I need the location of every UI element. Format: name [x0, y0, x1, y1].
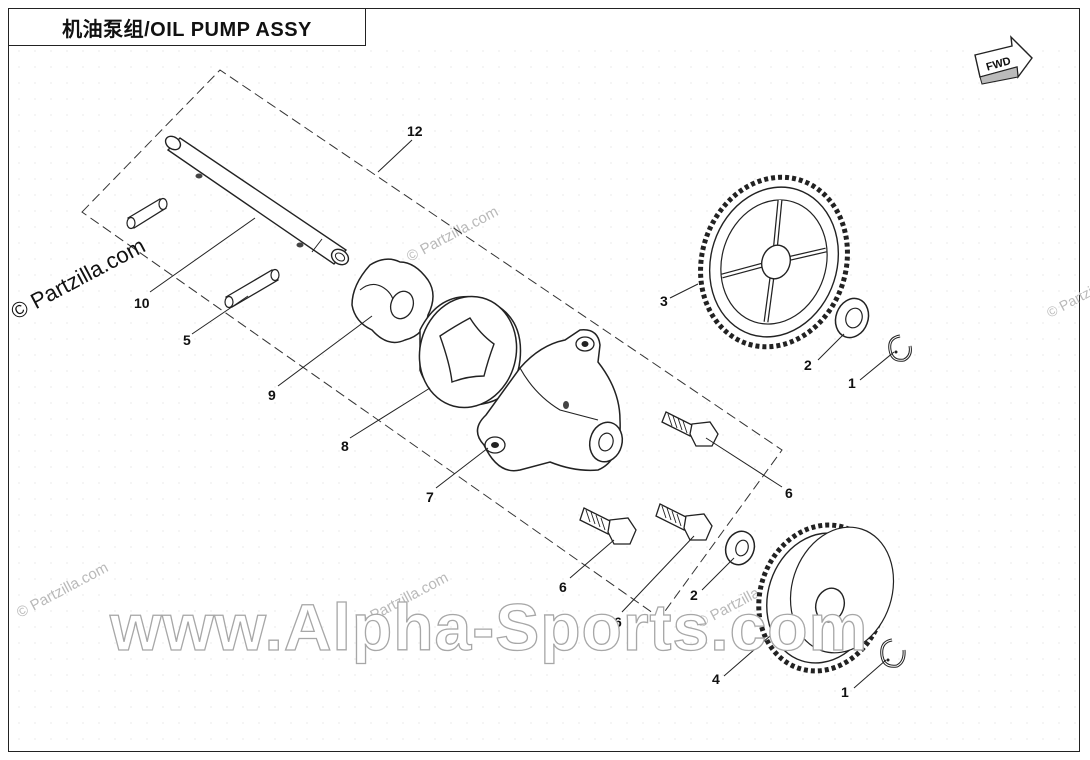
main-watermark: www.Alpha-Sports.com [109, 590, 868, 664]
callout-1: 1 [848, 375, 856, 391]
callout-12: 12 [407, 123, 423, 139]
part-circlip-1a [888, 334, 912, 362]
fwd-arrow-icon: FWD [974, 35, 1033, 85]
callout-3: 3 [660, 293, 668, 309]
part-circlip-1b [880, 638, 906, 668]
part-washer-2b [724, 530, 756, 566]
part-bolt-6a [661, 411, 719, 447]
callout-2: 2 [690, 587, 698, 603]
assembly-boundary-12 [81, 69, 783, 619]
diagram-title: 机油泵组/OIL PUMP ASSY [62, 18, 312, 41]
callout-10: 10 [134, 295, 150, 311]
callout-7: 7 [426, 489, 434, 505]
part-pump-body-7 [476, 329, 624, 472]
part-bolt-6b [579, 507, 637, 545]
callout-1: 1 [841, 684, 849, 700]
callout-4: 4 [712, 671, 720, 687]
callout-2: 2 [804, 357, 812, 373]
part-pin-5b [224, 268, 280, 309]
callout-9: 9 [268, 387, 276, 403]
part-outer-rotor-8 [418, 295, 522, 409]
part-washer-2a [834, 297, 870, 339]
drawing-frame [8, 8, 1080, 752]
callout-8: 8 [341, 438, 349, 454]
callout-5: 5 [183, 332, 191, 348]
part-gear-4 [756, 522, 895, 674]
callout-6: 6 [785, 485, 793, 501]
part-shaft-10 [164, 135, 350, 266]
callout-6: 6 [614, 614, 622, 630]
callout-6: 6 [559, 579, 567, 595]
title-box: 机油泵组/OIL PUMP ASSY [8, 8, 366, 46]
leader-lines [149, 139, 895, 689]
part-pin-5a [126, 197, 168, 230]
part-bolt-6c [655, 503, 713, 541]
part-gear-3 [698, 174, 850, 350]
